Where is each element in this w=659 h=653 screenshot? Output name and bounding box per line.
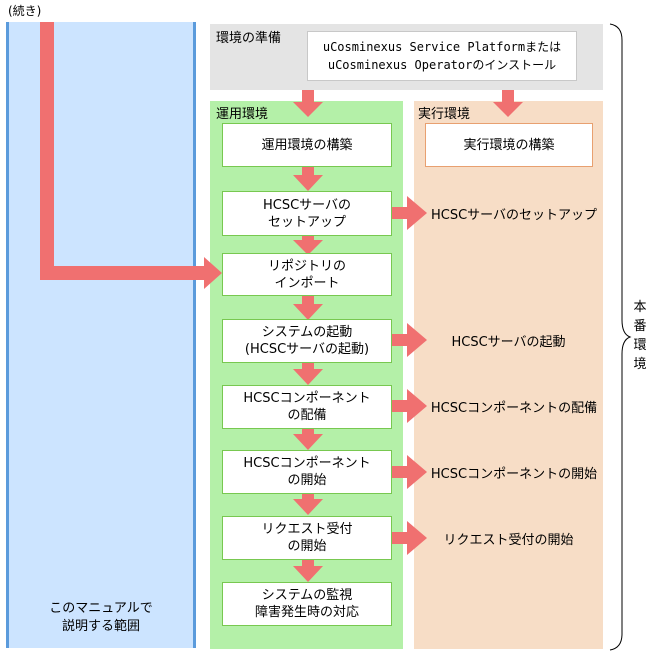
manual-scope-line1: このマニュアルで: [49, 601, 153, 616]
op-step-7-line2: の開始: [287, 539, 327, 554]
op-step-6-line1: HCSCコンポーネント: [243, 456, 371, 471]
op-step-1-line1: 運用環境の構築: [261, 137, 353, 153]
op-step-5-line1: HCSCコンポーネント: [243, 391, 371, 406]
continue-arrow-vertical: [40, 22, 54, 278]
op-step-8-line1: システムの監視: [261, 588, 353, 603]
step-arrow-3: [293, 296, 323, 320]
op-step-5-line2: の配備: [287, 408, 327, 423]
execution-build-box: 実行環境の構築: [425, 123, 593, 167]
install-line1: uCosminexus Service Platformまたは: [322, 40, 562, 54]
exec-item-hcsc-start: HCSCサーバの起動: [414, 330, 603, 350]
exec-item-component-deploy: HCSCコンポーネントの配備: [425, 396, 603, 416]
step-arrow-2: [293, 236, 323, 255]
op-step-4-line1: システムの起動: [261, 325, 353, 340]
prep-to-execution-arrow: [493, 90, 523, 117]
production-env-char-3: 環: [633, 338, 647, 353]
exec-item-hcsc-setup: HCSCサーバのセットアップ: [425, 203, 603, 223]
env-prep-title: 環境の準備: [216, 31, 282, 46]
op-step-8-line2: 障害発生時の対応: [254, 605, 359, 620]
step-arrow-5: [293, 429, 323, 450]
exec-arrow-4: [391, 455, 427, 489]
execution-env-region: [414, 101, 603, 649]
exec-arrow-2: [391, 323, 427, 357]
manual-scope-label: このマニュアルで 説明する範囲: [6, 596, 196, 640]
production-env-label: 本 番 環 境: [630, 298, 650, 374]
exec-item-5-label: リクエスト受付の開始: [443, 532, 574, 548]
exec-item-component-start: HCSCコンポーネントの開始: [425, 462, 603, 482]
install-line2: uCosminexus Operatorのインストール: [327, 58, 557, 72]
production-env-char-2: 番: [633, 319, 647, 334]
step-arrow-4: [293, 363, 323, 385]
op-step-2-line1: HCSCサーバの: [262, 197, 352, 213]
manual-scope-region: [6, 22, 196, 648]
install-box: uCosminexus Service Platformまたは uCosmine…: [307, 31, 577, 81]
exec-arrow-3: [391, 389, 427, 423]
production-env-char-4: 境: [633, 357, 647, 372]
production-env-char-1: 本: [633, 300, 647, 315]
exec-item-2-label: HCSCサーバの起動: [451, 334, 566, 350]
prep-to-operation-arrow: [293, 90, 323, 117]
op-step-6-line2: の開始: [287, 473, 327, 488]
exec-item-4-label: HCSCコンポーネントの開始: [430, 466, 598, 482]
op-step-repository-import: リポジトリの インポート: [222, 253, 392, 296]
op-step-component-deploy: HCSCコンポーネント の配備: [222, 385, 392, 429]
op-step-build: 運用環境の構築: [222, 123, 392, 167]
continued-label: (続き): [8, 4, 42, 18]
exec-arrow-5: [391, 521, 427, 555]
production-env-brace: [609, 23, 632, 651]
exec-item-3-label: HCSCコンポーネントの配備: [430, 400, 598, 416]
continue-arrow-horizontal: [40, 266, 208, 280]
op-step-hcsc-setup: HCSCサーバの セットアップ: [222, 191, 392, 236]
operation-env-title: 運用環境: [216, 107, 269, 122]
step-arrow-7: [293, 560, 323, 582]
exec-item-1-label: HCSCサーバのセットアップ: [430, 207, 598, 223]
op-step-component-start: HCSCコンポーネント の開始: [222, 450, 392, 494]
op-step-2-line2: セットアップ: [267, 214, 346, 230]
op-step-monitoring: システムの監視 障害発生時の対応: [222, 582, 392, 626]
exec-arrow-1: [391, 196, 427, 230]
op-step-3-line2: インポート: [274, 275, 340, 291]
op-step-3-line1: リポジトリの: [267, 258, 346, 274]
op-step-request-start: リクエスト受付 の開始: [222, 516, 392, 560]
manual-scope-line2: 説明する範囲: [61, 619, 140, 634]
continue-arrow-head: [204, 257, 222, 289]
exec-item-request-start: リクエスト受付の開始: [414, 528, 603, 548]
step-arrow-6: [293, 494, 323, 515]
op-step-system-start: システムの起動 (HCSCサーバの起動): [222, 319, 392, 363]
execution-env-title: 実行環境: [418, 107, 471, 122]
execution-build-label: 実行環境の構築: [463, 137, 555, 153]
step-arrow-1: [293, 167, 323, 191]
op-step-4-line2: (HCSCサーバの起動): [244, 342, 370, 357]
op-step-7-line1: リクエスト受付: [261, 522, 353, 537]
